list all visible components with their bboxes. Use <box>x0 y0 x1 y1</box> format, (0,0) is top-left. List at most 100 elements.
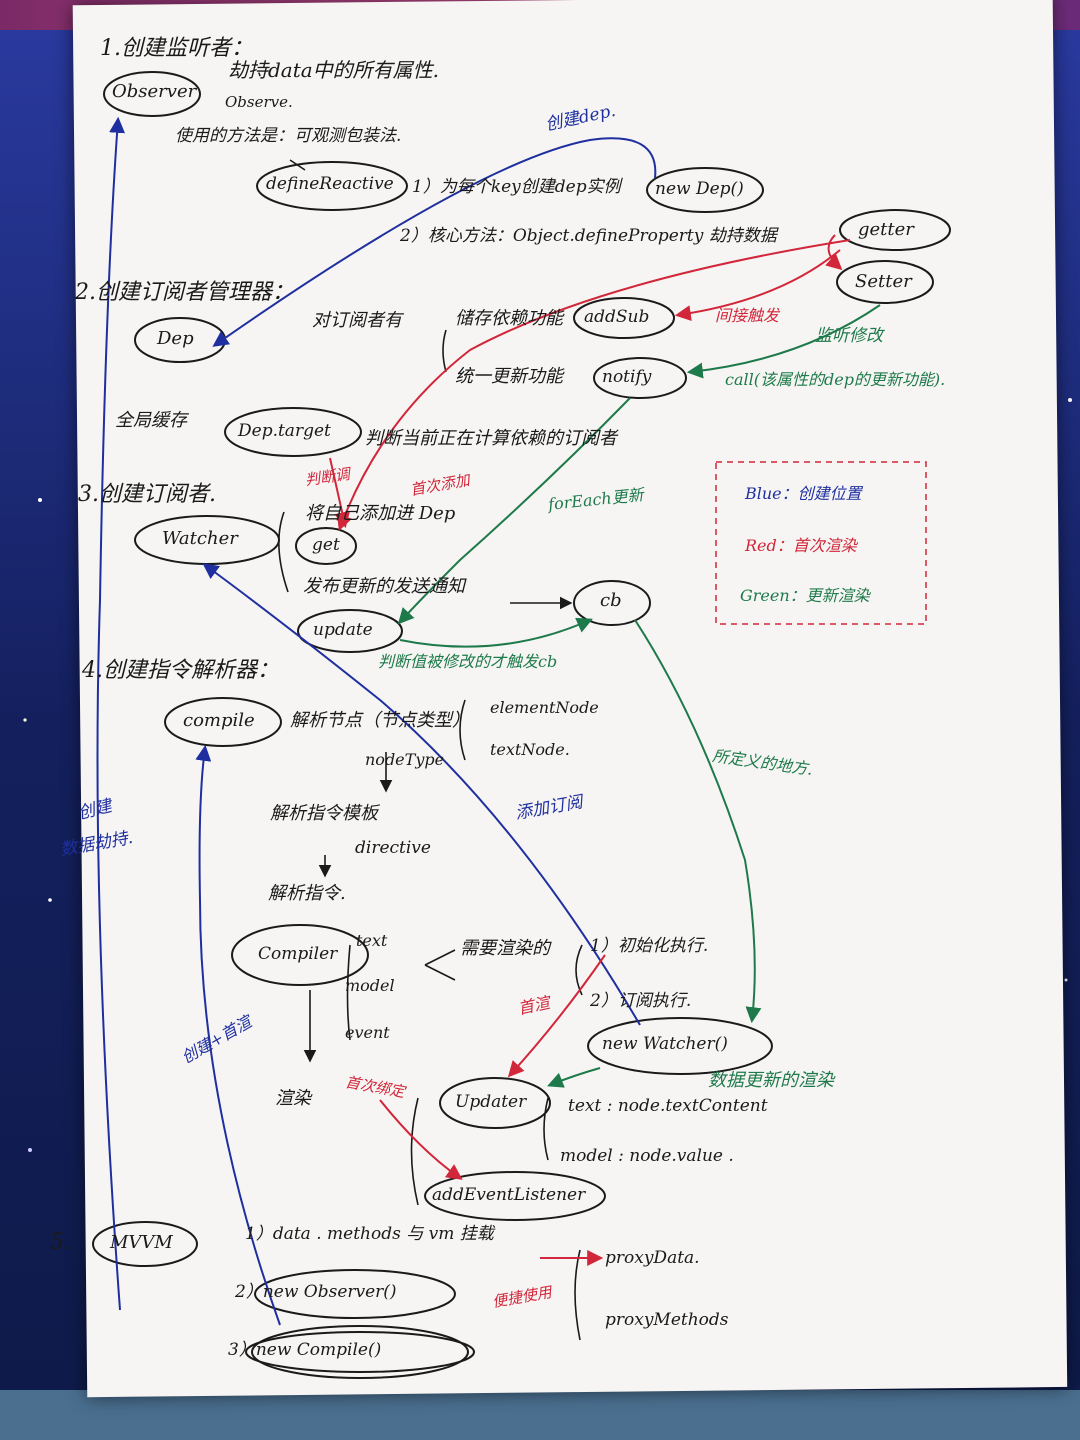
dep-node: Dep <box>157 328 194 349</box>
init-exec: 1）初始化执行. <box>590 936 709 956</box>
legend-red: Red：首次渲染 <box>745 536 857 555</box>
update-node: update <box>313 620 373 640</box>
green-arrow-cb-watcher <box>634 619 762 1024</box>
nodetype-label: nodeType <box>365 750 445 769</box>
red-arrow-getter-addsub <box>674 249 841 322</box>
newwatcher-node: new Watcher() <box>602 1034 728 1054</box>
newdep-node: new Dep() <box>655 179 744 199</box>
getter-node: getter <box>858 219 914 240</box>
updater-text: text : node.textContent <box>568 1096 768 1116</box>
compiler-ellipse <box>231 924 369 986</box>
observer-ellipse <box>103 71 201 117</box>
addsub-ellipse <box>573 297 675 339</box>
render-label: 渲染 <box>275 1088 311 1109</box>
update-ellipse <box>297 609 403 653</box>
section1-sub: Observe. <box>225 93 293 111</box>
proxymethods: proxyMethods <box>605 1310 729 1330</box>
mvvm-ellipse <box>92 1221 198 1267</box>
section1-heading: 1.创建监听者： <box>100 36 253 61</box>
addeventlistener-ellipse <box>424 1171 606 1221</box>
section1-desc: 劫持data中的所有属性. <box>228 58 440 82</box>
setter-ellipse <box>836 260 934 304</box>
anno-listen-modify: 监听修改 <box>815 326 883 346</box>
anno-indirect-trigger: 间接触发 <box>715 306 780 325</box>
proxydata: proxyData. <box>605 1248 700 1268</box>
setter-node: Setter <box>855 271 912 292</box>
deptarget-node: Dep.target <box>238 421 331 441</box>
getter-ellipse <box>839 209 951 251</box>
judge-subscriber: 判断当前正在计算依赖的订阅者 <box>365 428 617 449</box>
mvvm-step1: 1）data . methods 与 vm 挂载 <box>245 1224 494 1244</box>
dep-has: 对订阅者有 <box>312 310 402 331</box>
mvvm-node: MVVM <box>110 1232 173 1253</box>
updater-node: Updater <box>455 1092 527 1112</box>
green-arrow-update-cb <box>399 617 593 648</box>
mvvm-step2: 2）new Observer() <box>235 1282 397 1302</box>
red-arrow-firstrender <box>507 954 606 1078</box>
updater-model: model : node.value . <box>560 1146 734 1166</box>
addeventlistener-node: addEventListener <box>432 1185 586 1205</box>
section2-heading: 2.创建订阅者管理器： <box>75 280 294 305</box>
publish-notify: 发布更新的发送通知 <box>303 576 465 597</box>
red-arrow-getter-get <box>336 239 851 532</box>
section5-heading: 5. <box>50 1230 71 1255</box>
notify-text: 统一更新功能 <box>455 366 563 387</box>
store-deps: 储存依赖功能 <box>455 308 563 329</box>
parse-node: 解析节点（节点类型） <box>290 710 470 731</box>
step1-create-dep: 1）为每个key创建dep实例 <box>412 177 621 197</box>
definereactive-ellipse <box>256 161 408 211</box>
get-node: get <box>312 535 340 555</box>
anno-call-update: call(该属性的dep的更新功能). <box>725 370 946 389</box>
observer-node: Observer <box>112 81 197 102</box>
directive-model: model <box>345 976 395 995</box>
method-intro: 使用的方法是：可观测包装法. <box>175 126 402 146</box>
section4-heading: 4.创建指令解析器： <box>82 658 279 683</box>
blue-arrow-compile <box>195 744 281 1326</box>
parse-directive: 解析指令. <box>268 883 346 904</box>
anno-data-update-render: 数据更新的渲染 <box>708 1070 834 1091</box>
newcompile-ellipse <box>251 1325 469 1379</box>
newwatcher-ellipse <box>587 1017 773 1075</box>
directive-label: directive <box>355 838 431 858</box>
get-ellipse <box>295 527 357 565</box>
legend-blue: Blue：创建位置 <box>745 484 862 503</box>
newobserver-ellipse <box>254 1269 456 1319</box>
add-self-to-dep: 将自己添加进 Dep <box>305 503 456 524</box>
watcher-node: Watcher <box>162 528 238 549</box>
green-arrow-watcher-updater <box>547 1067 601 1088</box>
compile-ellipse <box>164 697 282 747</box>
red-arrow-firstbind <box>379 1099 463 1180</box>
definereactive-node: defineReactive <box>266 174 394 194</box>
newdep-ellipse <box>646 167 764 213</box>
blue-arrow-create-dep <box>212 137 657 347</box>
green-arrow-notify-update <box>397 397 631 625</box>
directive-text: text <box>356 931 388 950</box>
addsub-node: addSub <box>584 307 650 327</box>
legend-box <box>715 461 927 625</box>
deptarget-ellipse <box>224 407 362 457</box>
legend-green: Green：更新渲染 <box>740 586 870 605</box>
blue-arrow-watcher <box>202 563 641 1026</box>
need-render: 需要渲染的 <box>460 938 550 959</box>
step2-defineproperty: 2）核心方法：Object.defineProperty 劫持数据 <box>400 226 777 246</box>
global-cache: 全局缓存 <box>115 410 187 431</box>
cb-ellipse <box>573 580 651 626</box>
notify-ellipse <box>593 357 687 399</box>
compile-node: compile <box>183 710 255 731</box>
updater-ellipse <box>439 1077 551 1129</box>
anno-cb-judge: 判断值被修改的才触发cb <box>378 652 558 671</box>
cb-node: cb <box>600 590 622 611</box>
red-arrow-getter-setter <box>825 234 843 271</box>
green-arrow-setter-notify <box>686 304 881 379</box>
directive-event: event <box>345 1023 390 1042</box>
section3-heading: 3.创建订阅者. <box>78 482 216 507</box>
subscribe-exec: 2）订阅执行. <box>590 991 692 1011</box>
text-node: textNode. <box>490 740 570 759</box>
element-node: elementNode <box>490 698 599 717</box>
parse-template: 解析指令模板 <box>270 803 378 824</box>
blue-arrow-observer <box>96 116 126 1311</box>
notify-node: notify <box>602 367 652 387</box>
compiler-node: Compiler <box>258 944 338 964</box>
mvvm-step3: 3）new Compile() <box>228 1340 382 1360</box>
